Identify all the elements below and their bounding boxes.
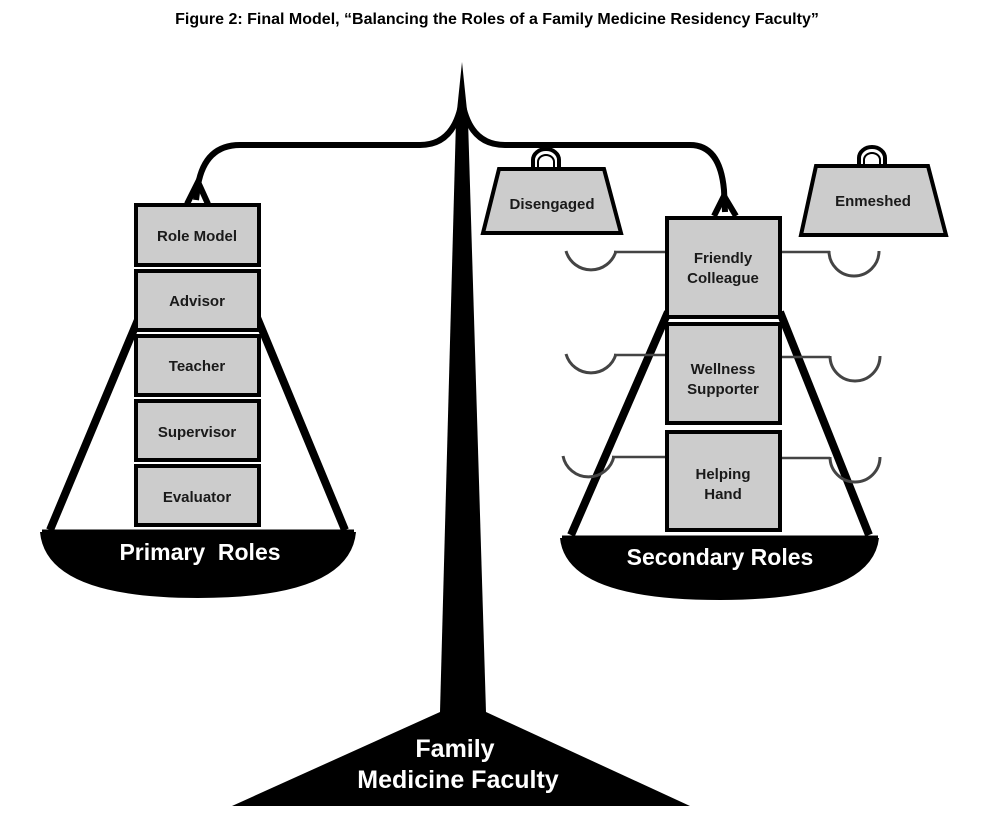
role-label-line1: Helping (696, 466, 751, 483)
weight-label: Enmeshed (835, 193, 911, 210)
role-label-line1: Friendly (694, 250, 753, 267)
base-label-line2: Medicine Faculty (357, 766, 559, 794)
right-pan-bowl (560, 538, 879, 600)
right-role-stack: Friendly Colleague Wellness Supporter He… (665, 216, 782, 532)
weight-handle-inner (863, 152, 881, 166)
left-role-stack: Role Model Advisor Teacher Supervisor Ev… (134, 203, 261, 527)
role-label: Evaluator (163, 489, 232, 506)
role-label-line2: Colleague (687, 270, 759, 287)
hook-icon (828, 456, 882, 484)
weight-enmeshed: Enmeshed (798, 145, 949, 237)
left-pan-label: Primary Roles (119, 539, 280, 565)
right-pan-string-right (776, 310, 873, 537)
weight-body (480, 167, 624, 235)
weight-handle-icon (531, 147, 561, 169)
hook-icon (564, 250, 618, 272)
weight-handle-icon (857, 145, 887, 167)
base-label-line1: Family (415, 735, 494, 763)
scale-beam (193, 99, 728, 213)
role-label-line2: Hand (704, 486, 742, 503)
role-label-line1: Wellness (691, 361, 756, 378)
scale-base (232, 712, 690, 806)
weight-label: Disengaged (509, 196, 594, 213)
hook-icon (564, 353, 618, 375)
left-hanger (184, 175, 211, 206)
weight-body (798, 164, 949, 237)
role-label: Advisor (169, 293, 225, 310)
hook-icon (828, 355, 882, 383)
role-label-line2: Supporter (687, 381, 759, 398)
role-box-role-model (134, 203, 261, 267)
weight-handle-inner (537, 154, 555, 168)
weight-disengaged: Disengaged (480, 147, 624, 235)
figure-title: Figure 2: Final Model, “Balancing the Ro… (175, 11, 819, 28)
scale-pillar (440, 62, 486, 712)
role-label: Teacher (169, 358, 226, 375)
role-box-friendly-colleague (665, 216, 782, 319)
right-pan-string-left (567, 310, 672, 537)
role-box-teacher (134, 334, 261, 397)
left-pan-string-right (252, 313, 349, 532)
role-box-supervisor (134, 399, 261, 462)
left-pan-bowl (40, 532, 356, 598)
right-pan-label: Secondary Roles (627, 544, 814, 570)
empty-hooks (561, 250, 882, 484)
role-box-evaluator (134, 464, 261, 527)
role-label: Supervisor (158, 424, 237, 441)
hook-icon (827, 250, 881, 278)
right-hanger (711, 189, 739, 218)
role-label: Role Model (157, 228, 237, 245)
role-box-advisor (134, 269, 261, 332)
left-pan-string-left (46, 313, 144, 532)
role-box-helping-hand (665, 430, 782, 532)
hook-icon (561, 455, 616, 479)
role-box-wellness-supporter (665, 322, 782, 425)
